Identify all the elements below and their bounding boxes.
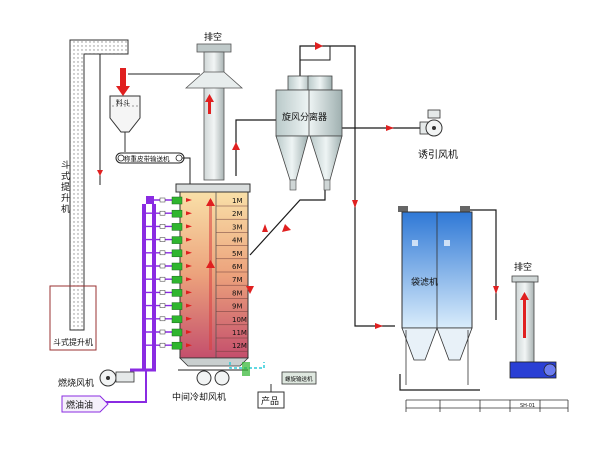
- cyclone-label: 旋风分离器: [282, 111, 327, 123]
- cyclone-separator: [275, 75, 343, 191]
- tiny-code-label: SH-01: [520, 403, 535, 409]
- stage-label: 4M: [232, 237, 243, 245]
- nozzle-flow-arrow: [186, 198, 192, 202]
- stage-label: 8M: [232, 289, 243, 297]
- nozzle-flow-arrow: [186, 316, 192, 321]
- furnace-stages: 1M 2M 3M 4M 5M 6M 7M 8M 9M 10M 11M 12M: [216, 197, 248, 352]
- title-block-grid: [405, 399, 569, 412]
- burner-nozzle: [171, 315, 183, 324]
- nozzle-flow-arrow: [186, 211, 192, 216]
- bucket-elevator-box-label: 斗式提升机: [53, 337, 93, 347]
- stage-label: 10M: [232, 316, 247, 324]
- stage-label: 1M: [232, 197, 243, 205]
- burner-nozzle: [171, 289, 183, 297]
- stage-label: 2M: [232, 210, 243, 218]
- valve: [159, 250, 166, 256]
- nozzle-flow-arrow: [186, 330, 192, 334]
- cyclone-top-pipe: [300, 46, 331, 61]
- burner-nozzle: [171, 249, 183, 258]
- stage-label: 6M: [232, 263, 243, 271]
- right-exhaust-stack: [509, 275, 557, 379]
- bag-filter-label: 袋滤机: [411, 276, 438, 288]
- burner-nozzle: [171, 262, 183, 271]
- belt-conveyor-label: 称重皮带输送机: [124, 154, 170, 163]
- burner-nozzles: [146, 196, 192, 350]
- furnace-flow-arrows: [206, 198, 215, 350]
- burner-nozzle: [171, 341, 183, 350]
- nozzle-flow-arrow: [186, 303, 192, 308]
- burner-fan: [99, 369, 135, 387]
- valve: [159, 263, 166, 269]
- valve: [159, 342, 166, 348]
- valve: [159, 290, 166, 295]
- bucket-elevator-vertical-label: 斗式提升机: [59, 160, 70, 214]
- burner-nozzle: [171, 275, 183, 284]
- stage-label: 3M: [232, 223, 243, 231]
- valve: [159, 237, 166, 242]
- product-label: 产品: [261, 395, 279, 407]
- piping-main: [235, 45, 497, 391]
- bucket-elevator: [49, 39, 129, 351]
- belt-to-furnace-line: [182, 157, 191, 186]
- flow-arrows: [232, 42, 499, 329]
- stage-label: 9M: [232, 303, 243, 311]
- exhaust-top-label: 排空: [204, 31, 222, 43]
- nozzle-flow-arrow: [186, 250, 192, 255]
- nozzle-flow-arrow: [186, 224, 192, 229]
- stage-label: 5M: [232, 250, 243, 258]
- bag-filter: [398, 206, 473, 385]
- stage-label: 12M: [232, 342, 247, 350]
- exhaust-stack: [184, 43, 244, 181]
- fuel-oil-tag: [61, 395, 109, 413]
- valve: [159, 210, 166, 216]
- hopper-label: 料斗: [116, 98, 130, 107]
- stage-label: 11M: [232, 329, 247, 337]
- hopper: [109, 68, 141, 133]
- valve: [159, 329, 166, 335]
- nozzle-flow-arrow: [186, 277, 192, 282]
- burner-nozzle: [171, 223, 183, 231]
- stage-label: 7M: [232, 276, 243, 284]
- product-line: [229, 362, 317, 409]
- fuel-manifold: [105, 196, 156, 403]
- cooling-fan: [178, 369, 248, 386]
- burner-fan-label: 燃烧风机: [58, 377, 94, 389]
- burner-nozzle: [171, 328, 183, 337]
- induced-fan: [419, 109, 443, 137]
- furnace: [175, 183, 251, 367]
- burner-nozzle: [171, 236, 183, 244]
- nozzle-flow-arrow: [186, 343, 192, 348]
- burner-nozzle: [171, 209, 183, 218]
- cooling-fan-label: 中间冷却风机: [172, 391, 226, 403]
- exhaust-right-label: 排空: [514, 261, 532, 273]
- nozzle-flow-arrow: [186, 290, 192, 295]
- nozzle-flow-arrow: [186, 264, 192, 268]
- valve: [159, 276, 166, 282]
- burner-nozzle: [171, 196, 183, 205]
- valve: [159, 316, 166, 322]
- valve: [159, 224, 166, 229]
- induced-fan-label: 诱引风机: [418, 148, 458, 161]
- burner-nozzle: [171, 302, 183, 310]
- conveyor-small-label: 螺旋输送机: [285, 375, 313, 383]
- valve: [159, 303, 166, 308]
- nozzle-flow-arrow: [186, 237, 192, 242]
- elevator-arrow: [97, 170, 103, 176]
- fuel-oil-label: 燃油油: [66, 399, 93, 411]
- valve: [159, 197, 166, 203]
